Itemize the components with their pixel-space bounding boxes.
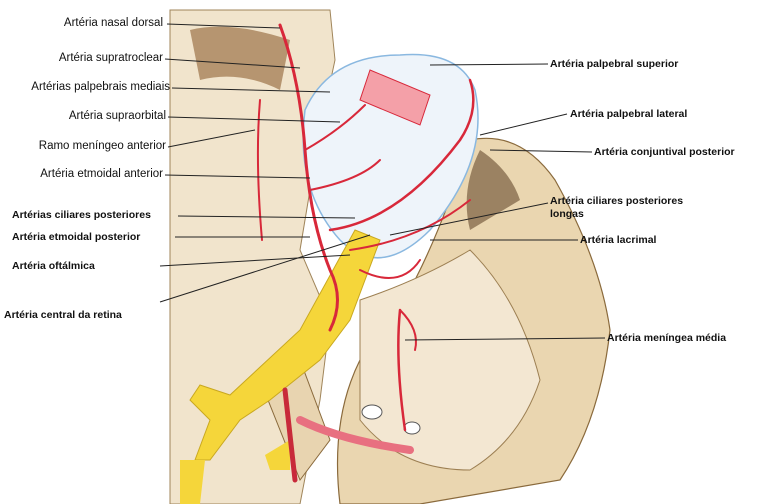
label-etmoidal-anterior: Artéria etmoidal anterior	[5, 168, 163, 181]
label-meningea-media: Artéria meníngea média	[607, 332, 726, 345]
label-nasal-dorsal: Artéria nasal dorsal	[5, 17, 163, 30]
label-oftalmica: Artéria oftálmica	[12, 260, 95, 273]
label-central-retina: Artéria central da retina	[4, 309, 122, 322]
label-ciliares-posteriores: Artérias ciliares posteriores	[12, 209, 151, 222]
label-ramo-meningeo: Ramo meníngeo anterior	[5, 140, 166, 153]
label-supratroclear: Artéria supratroclear	[5, 52, 163, 65]
label-ciliares-longas: Artéria ciliares posteriores longas	[550, 195, 710, 221]
label-lacrimal: Artéria lacrimal	[580, 234, 656, 247]
label-etmoidal-posterior: Artéria etmoidal posterior	[12, 231, 140, 244]
label-supraorbital: Artéria supraorbital	[5, 110, 166, 123]
label-conjuntival-posterior: Artéria conjuntival posterior	[594, 146, 735, 159]
label-palpebral-superior: Artéria palpebral superior	[550, 58, 678, 71]
label-palpebrais-mediais: Artérias palpebrais mediais	[0, 81, 170, 94]
label-palpebral-lateral: Artéria palpebral lateral	[570, 108, 687, 121]
